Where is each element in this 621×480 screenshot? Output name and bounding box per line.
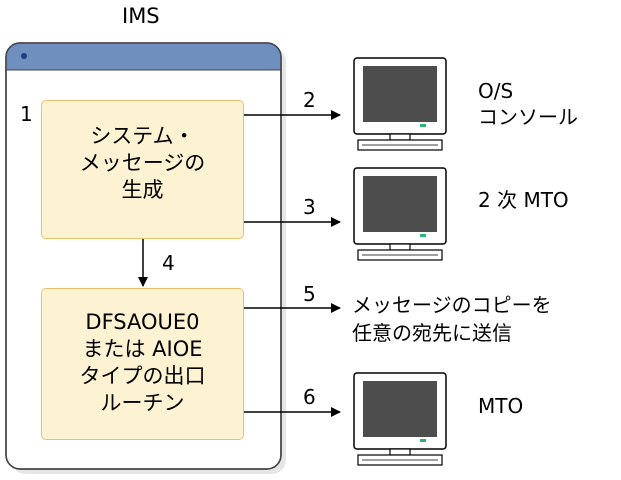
mto-label: MTO (478, 394, 524, 418)
container-header-dot (21, 53, 27, 59)
step-number-5: 5 (303, 282, 316, 306)
step-number-4: 4 (162, 251, 175, 275)
step-number-2: 2 (303, 88, 316, 112)
step-number-6: 6 (303, 385, 316, 409)
step-number-3: 3 (303, 195, 316, 219)
system-message-generation-box: システム・ メッセージの 生成 (41, 100, 244, 239)
monitor-icon (353, 372, 447, 466)
monitor-icon (353, 167, 447, 261)
os-console-label: O/S コンソール (478, 79, 578, 129)
box2-line: DFSAOUE0 (85, 310, 200, 334)
copy-message-label: メッセージのコピーを 任意の宛先に送信 (352, 293, 552, 345)
box1-line: メッセージの (79, 151, 206, 175)
step-number-1: 1 (20, 102, 33, 126)
ims-title: IMS (122, 4, 160, 28)
box2-line: または AIOE (82, 337, 203, 361)
monitor-icon (353, 57, 447, 151)
secondary-mto-label: 2 次 MTO (478, 188, 569, 212)
box1-line: 生成 (121, 178, 164, 202)
box2-line: タイプの出口 (79, 364, 206, 388)
box1-line: システム・ (90, 124, 195, 148)
exit-routine-box: DFSAOUE0 または AIOE タイプの出口 ルーチン (41, 288, 244, 440)
box2-line: ルーチン (100, 391, 185, 415)
